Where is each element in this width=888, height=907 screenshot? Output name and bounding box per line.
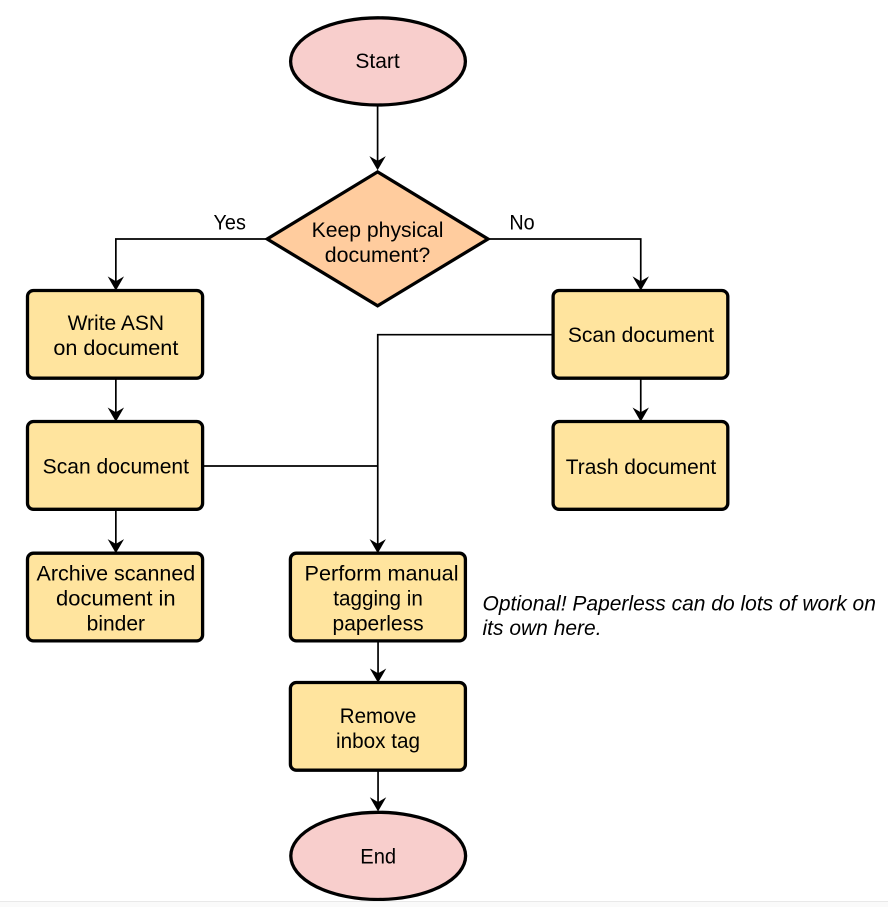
svg-text:document?: document? [325, 244, 430, 267]
svg-text:Scan document: Scan document [568, 324, 714, 347]
svg-text:binder: binder [87, 613, 145, 636]
svg-text:on document: on document [53, 337, 178, 360]
svg-text:Remove: Remove [340, 705, 417, 728]
svg-text:Trash document: Trash document [566, 456, 717, 479]
svg-text:document in: document in [56, 588, 176, 611]
svg-text:inbox tag: inbox tag [336, 730, 420, 753]
svg-text:Keep physical: Keep physical [312, 219, 444, 242]
svg-text:Perform manual: Perform manual [305, 562, 459, 585]
svg-text:its own here.: its own here. [483, 617, 602, 640]
svg-text:Write ASN: Write ASN [68, 312, 164, 335]
svg-text:Archive scanned: Archive scanned [37, 563, 196, 586]
svg-text:paperless: paperless [333, 612, 424, 635]
svg-text:tagging in: tagging in [333, 587, 423, 610]
svg-text:No: No [509, 211, 534, 234]
svg-text:Start: Start [355, 50, 400, 73]
svg-text:Scan document: Scan document [43, 456, 189, 479]
svg-text:Yes: Yes [214, 211, 246, 234]
svg-text:Optional! Paperless can do lot: Optional! Paperless can do lots of work … [483, 593, 876, 616]
svg-text:End: End [360, 845, 396, 868]
